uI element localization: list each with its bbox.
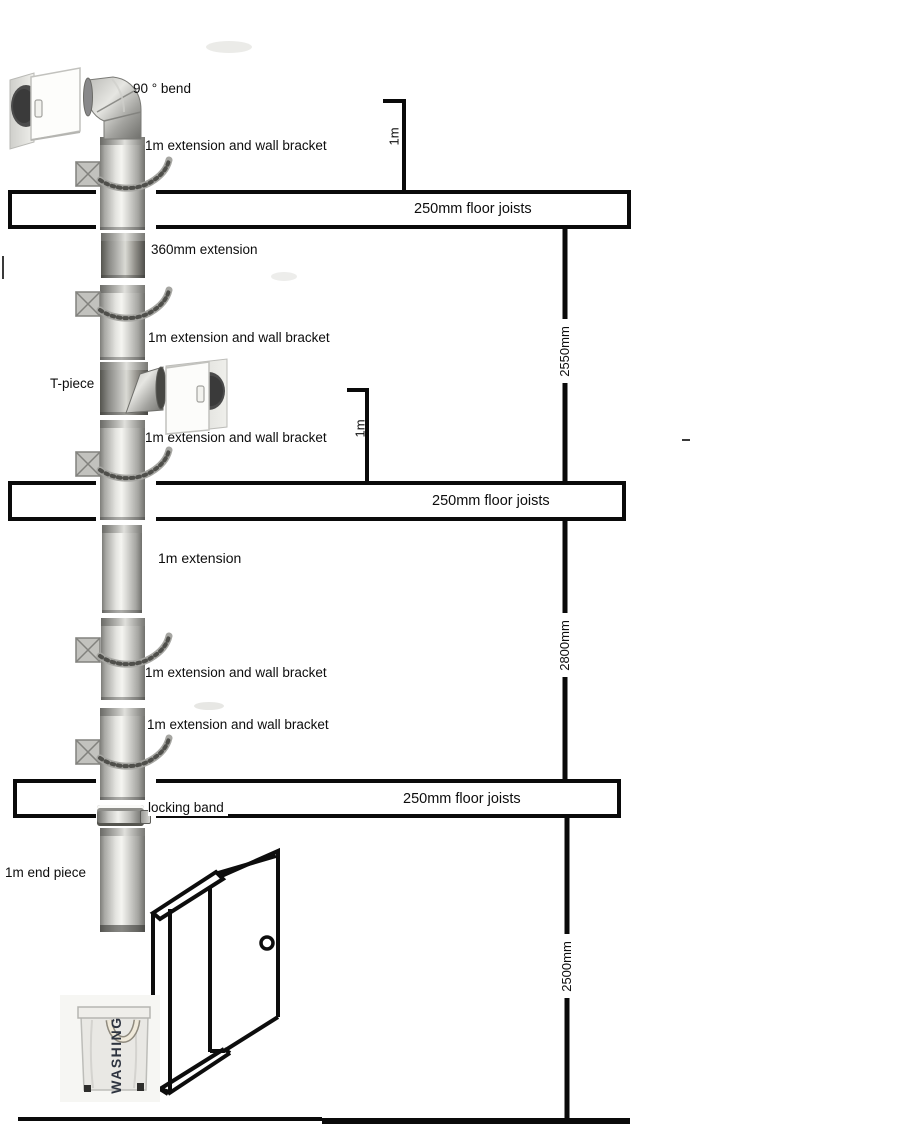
pipe-end-piece <box>100 828 145 932</box>
pipe-extension-5 <box>100 708 145 800</box>
stray-marks <box>2 256 690 441</box>
scan-smudge <box>194 702 224 710</box>
label-floor-joists-2: 250mm floor joists <box>432 493 550 509</box>
dim-label-1m-tpiece: 1m <box>352 418 368 438</box>
t-piece-branch-icon <box>125 366 167 414</box>
label-t-piece: T-piece <box>50 376 95 391</box>
label-ext-bracket-2: 1m extension and wall bracket <box>148 330 330 345</box>
locking-band-clasp <box>140 810 151 824</box>
label-ext-bracket-5: 1m extension and wall bracket <box>147 717 329 732</box>
label-1m-end-piece: 1m end piece <box>5 865 87 880</box>
scan-smudge <box>271 272 297 281</box>
label-locking-band: locking band <box>148 800 228 816</box>
label-ext-bracket-4: 1m extension and wall bracket <box>145 665 327 680</box>
pipe-extension-2 <box>100 285 145 360</box>
pipe-360mm-extension <box>101 233 145 278</box>
wall-bracket-3 <box>75 446 173 482</box>
wall-bracket-5 <box>75 734 173 770</box>
label-1m-extension: 1m extension <box>158 550 242 566</box>
label-ext-bracket-1: 1m extension and wall bracket <box>145 138 327 153</box>
chute-intake-hatch-icon <box>9 67 81 150</box>
ground-line <box>18 1117 630 1124</box>
wall-bracket-2 <box>75 286 173 322</box>
label-floor-joists-1: 250mm floor joists <box>414 201 532 217</box>
pipe-1m-extension <box>102 525 142 613</box>
pipe-extension-3 <box>100 420 145 520</box>
label-ext-bracket-3: 1m extension and wall bracket <box>145 430 327 445</box>
t-piece-hatch-icon <box>165 358 228 435</box>
dim-label-2800mm: 2800mm <box>554 613 575 677</box>
door-knob <box>259 935 275 951</box>
open-door-sketch <box>149 847 280 1096</box>
label-360mm-extension: 360mm extension <box>151 242 258 257</box>
dim-label-2500mm: 2500mm <box>556 934 577 998</box>
laundry-basket-icon: WASHING <box>60 995 160 1102</box>
label-floor-joists-3: 250mm floor joists <box>403 791 521 807</box>
basket-washing-text: WASHING <box>108 1016 124 1093</box>
label-90-bend: 90 ° bend <box>133 81 191 96</box>
dimension-line-1m-top <box>383 99 406 192</box>
dim-label-2550mm: 2550mm <box>554 319 575 383</box>
dimension-line-1m-tpiece <box>347 388 369 483</box>
locking-band-piece <box>97 805 151 826</box>
scan-smudge <box>206 41 252 53</box>
wall-bracket-1 <box>75 156 173 192</box>
dim-label-1m-top: 1m <box>386 126 402 146</box>
90-degree-bend-icon <box>83 76 142 140</box>
wall-bracket-4 <box>75 632 173 668</box>
